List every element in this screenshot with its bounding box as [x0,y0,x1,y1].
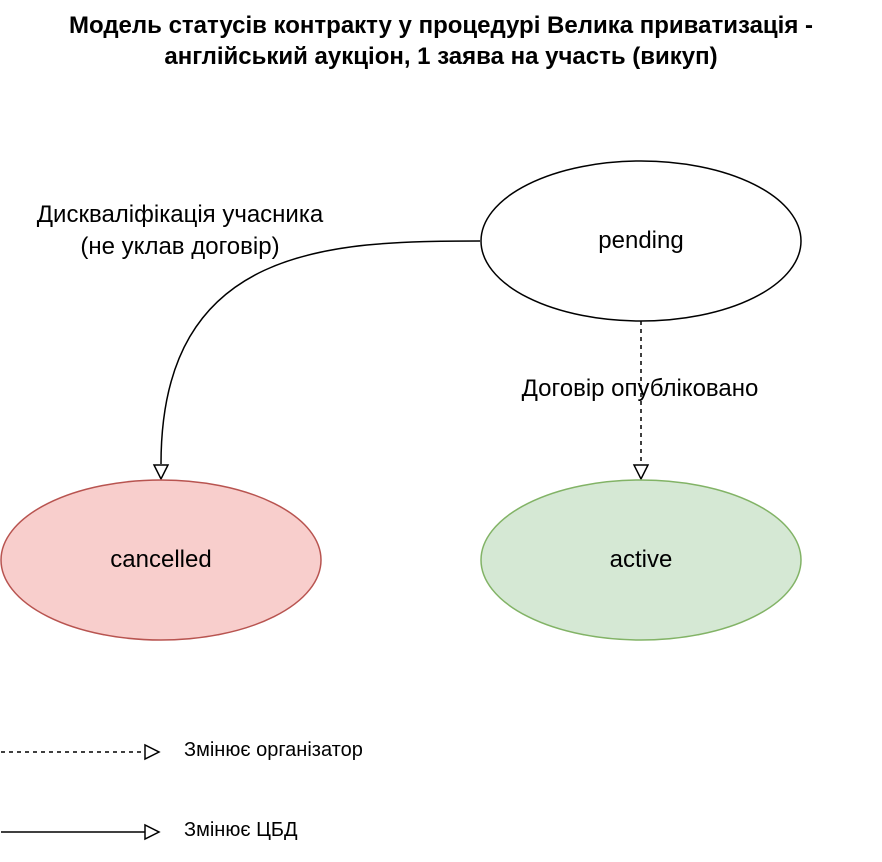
state-cancelled-label: cancelled [110,546,212,573]
transition-label-line-2: (не уклав договір) [80,233,280,260]
legend-solid-text: Змінює ЦБД [184,819,298,841]
transition-label-disqualification: Дискваліфікація учасника (не уклав догов… [0,199,360,263]
legend-solid-arrowhead [144,823,161,841]
state-active-label: active [609,546,673,573]
legend-dashed-arrowhead [144,743,161,761]
state-cancelled[interactable] [0,479,322,641]
state-active[interactable] [480,479,802,641]
legend-dashed-text: Змінює організатор [184,739,363,761]
edge-pending-to-cancelled [160,240,481,465]
title-line-1: Модель статусів контракту у процедурі Ве… [68,12,813,39]
arrowhead-cancelled [152,464,170,481]
title-line-2: англійський аукціон, 1 заява на участь (… [164,43,718,70]
transition-label-contract-published: Договір опубліковано [521,375,759,402]
transition-label-line-1: Дискваліфікація учасника [36,201,324,228]
state-pending[interactable] [480,160,802,322]
state-pending-label: pending [598,227,684,254]
diagram-title: Модель статусів контракту у процедурі Ве… [0,10,882,72]
arrowhead-active [632,464,650,481]
